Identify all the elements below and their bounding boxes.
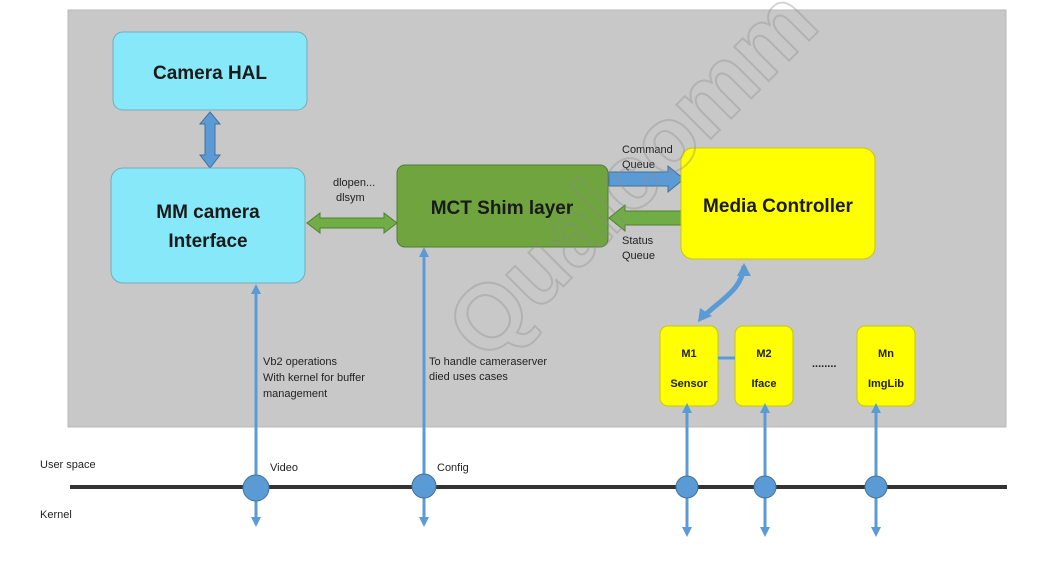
mct-shim-label: MCT Shim layer [431,198,574,219]
config-label: Config [437,462,469,474]
vb2-label-2: With kernel for buffer [263,372,365,384]
m1-node [675,475,699,499]
command-label-1: Command [622,144,673,156]
user-space-label: User space [40,459,96,471]
config-node [411,473,437,499]
dlopen-label: dlopen... [333,177,375,189]
mm-camera-label-line1: MM camera [156,202,260,223]
command-label-2: Queue [622,159,655,171]
controller-arrow-head-top [737,263,751,276]
module-m1-id: M1 [681,348,696,360]
module-mn-name: ImgLib [868,378,904,390]
module-ellipsis: ........ [812,358,836,370]
boundary-nodes [242,473,888,502]
video-label: Video [270,462,298,474]
controller-arrow-head-bottom [698,308,712,322]
mn-node [864,475,888,499]
module-box-mn [856,325,916,407]
status-label-1: Status [622,235,654,247]
camera-hal-label: Camera HAL [153,63,267,84]
module-mn-id: Mn [878,348,894,360]
handle-label-2: died uses cases [429,371,508,383]
vb2-label-3: management [263,388,327,400]
module-box-m1 [659,325,719,407]
module-m1-name: Sensor [670,378,708,390]
module-box-m2 [734,325,794,407]
kernel-label: Kernel [40,509,72,521]
m2-node [753,475,777,499]
command-queue-arrow [608,164,685,194]
mct-shim-box [396,164,609,248]
arrow-heads [251,247,881,537]
media-controller-label: Media Controller [703,196,854,217]
mm-camera-label-line2: Interface [168,231,247,252]
module-m2-id: M2 [756,348,771,360]
mm-camera-interface-box [110,167,306,284]
dlsym-label: dlsym [336,192,365,204]
camera-hal-box [112,31,308,111]
status-label-2: Queue [622,250,655,262]
handle-label-1: To handle cameraserver [429,356,547,368]
module-m2-name: Iface [751,378,776,390]
video-node [242,474,270,502]
vb2-label-1: Vb2 operations [263,356,337,368]
media-controller-box [680,147,876,260]
